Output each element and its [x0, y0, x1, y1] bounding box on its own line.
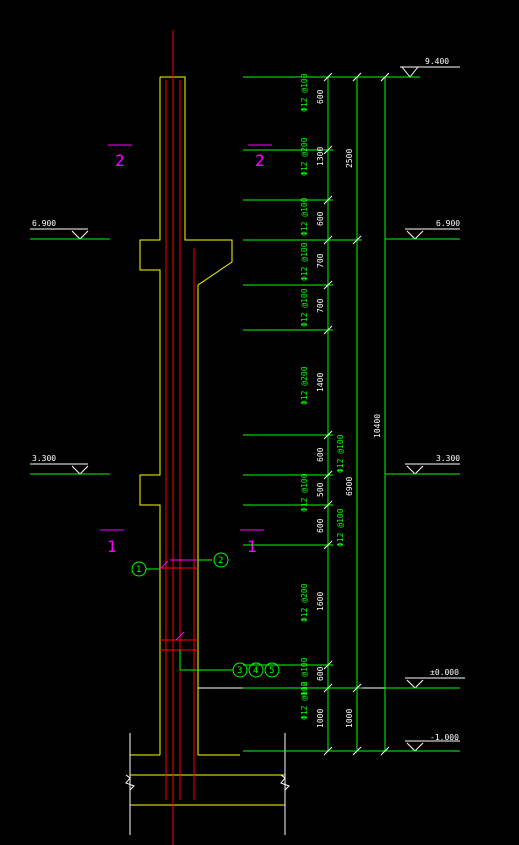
dim-12: 1000 — [316, 709, 325, 728]
level-3300-right: 3.300 — [436, 454, 460, 463]
dim-9: 600 — [316, 518, 325, 533]
dimension-ticks — [323, 72, 390, 756]
break-lines — [125, 733, 290, 835]
dim-1: 600 — [316, 89, 325, 104]
column-left-face — [139, 77, 161, 755]
rebar-label-8: Φ12 @100 — [300, 473, 309, 512]
rebar-label-10: Φ12 @200 — [300, 583, 309, 622]
dimension-lines — [243, 76, 392, 752]
section-2-left: 2 — [115, 151, 125, 170]
dim-11: 600 — [316, 666, 325, 681]
rebar-label-2: Φ12 @200 — [300, 137, 309, 176]
level-extension-lines — [30, 76, 460, 752]
rebar-label-1: Φ12 @100 — [300, 73, 309, 112]
rebar-label-7: Φ12 @100 — [336, 434, 345, 473]
section-1-left: 1 — [107, 537, 117, 556]
tag-3: 3 — [237, 666, 242, 676]
level-6900-left: 6.900 — [32, 219, 56, 228]
rebar-label-5: Φ12 @100 — [300, 288, 309, 327]
tag-circle-2 — [213, 552, 229, 568]
tag-circle-4 — [248, 662, 264, 678]
tag-2: 2 — [218, 556, 223, 566]
tag-circle-1 — [131, 561, 147, 577]
foundation — [129, 754, 160, 776]
rebar-group — [160, 30, 198, 845]
dim-2: 1300 — [316, 147, 325, 166]
dim-total: 10400 — [373, 414, 382, 438]
rebar-label-6: Φ12 @200 — [300, 366, 309, 405]
rebar-label-4: Φ12 @100 — [300, 242, 309, 281]
dim-6900: 6900 — [345, 477, 354, 496]
section-2-right: 2 — [255, 151, 265, 170]
bar-tags — [131, 552, 280, 678]
tag-5: 5 — [269, 666, 274, 676]
rebar-label-12: Φ12 @100 — [300, 681, 309, 720]
level-3300-left: 3.300 — [32, 454, 56, 463]
level-ground: ±0.000 — [430, 668, 459, 677]
rebar-label-3: Φ12 @100 — [300, 197, 309, 236]
column-top — [160, 76, 233, 755]
rebar-label-9: Φ12 @100 — [336, 508, 345, 547]
dim-5: 700 — [316, 298, 325, 313]
level-top: 9.400 — [425, 57, 449, 66]
dim-1000: 1000 — [345, 709, 354, 728]
dim-8: 500 — [316, 482, 325, 497]
tag-circle-5 — [264, 662, 280, 678]
section-1-right: 1 — [247, 537, 257, 556]
dim-2500: 2500 — [345, 149, 354, 168]
dim-7: 600 — [316, 447, 325, 462]
level-bottom: -1.000 — [430, 733, 459, 742]
rebar-label-11: Φ12 @100 — [300, 657, 309, 696]
section-marks — [100, 144, 272, 531]
tag-1: 1 — [136, 565, 141, 575]
concrete-outline — [129, 76, 286, 806]
dim-10: 1600 — [316, 592, 325, 611]
tag-4: 4 — [253, 666, 258, 676]
dim-6: 1400 — [316, 373, 325, 392]
dim-3: 600 — [316, 211, 325, 226]
level-6900-right: 6.900 — [436, 219, 460, 228]
tag-pointers — [159, 559, 198, 641]
level-marks — [30, 66, 465, 752]
dim-4: 700 — [316, 253, 325, 268]
tag-circle-3 — [232, 662, 248, 678]
